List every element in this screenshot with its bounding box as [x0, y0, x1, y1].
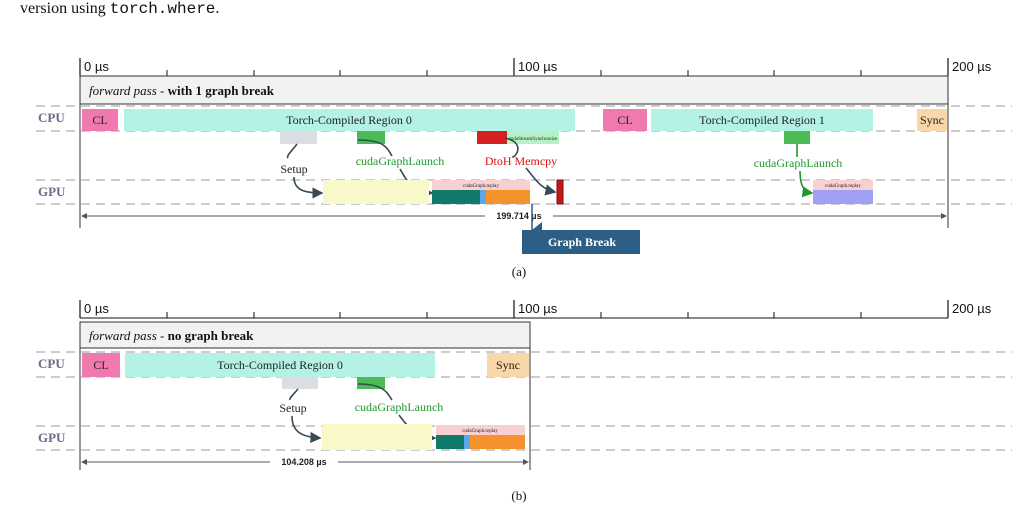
panel-a-axis: 0 µs 100 µs 200 µs — [79, 58, 992, 77]
block-region-0 — [124, 109, 575, 131]
kernel-blue-b — [464, 435, 470, 449]
replay-block-b-label: cudaGraph.replay — [462, 429, 498, 434]
lane-label-gpu-b: GPU — [38, 430, 66, 445]
panel-a: 0 µs 100 µs 200 µs forward pass - with 1… — [36, 58, 1012, 279]
intro-code: torch.where — [109, 0, 216, 18]
panel-a-header-text: forward pass - with 1 graph break — [89, 83, 275, 98]
panel-b-axis: 0 µs 100 µs 200 µs — [79, 300, 992, 319]
lane-label-cpu: CPU — [38, 110, 65, 125]
gpu-setup-block-b — [322, 424, 432, 450]
block-region-1-label: Torch-Compiled Region 1 — [699, 113, 825, 127]
block-region-0-b-label: Torch-Compiled Region 0 — [217, 358, 343, 372]
kernel-blue-1 — [480, 190, 486, 204]
launch-arrow-2 — [796, 143, 812, 193]
kernel-orange-1 — [486, 190, 530, 204]
duration-b: 104.208 µs — [281, 457, 326, 467]
annotation-setup: Setup — [280, 162, 307, 176]
replay-block-2-label: cudaGraph.replay — [825, 184, 861, 189]
setup-marker — [280, 131, 317, 144]
header-italic: forward pass — [89, 83, 157, 98]
replay-block-2 — [813, 180, 873, 190]
panel-b-header-text: forward pass - no graph break — [89, 328, 254, 343]
block-cl-b-label: CL — [93, 358, 108, 372]
tick-label-200: 200 µs — [952, 59, 992, 74]
setup-arrow — [293, 176, 324, 199]
panel-b-header — [79, 321, 531, 349]
memcpy-arrow — [504, 137, 555, 192]
kernel-teal-b — [436, 435, 464, 449]
intro-prefix: version using — [20, 0, 110, 17]
block-sync-b — [487, 353, 529, 377]
launch-marker-1 — [357, 131, 385, 144]
intro-text: version using torch.where. — [20, 0, 219, 18]
block-cl-2 — [603, 109, 647, 131]
caption-b: (b) — [511, 488, 526, 503]
block-sync-label: Sync — [920, 113, 944, 127]
tick-label-0-b: 0 µs — [84, 301, 109, 316]
header-b-bold: no graph break — [168, 328, 254, 343]
replay-block-1-label: cudaGraph.replay — [463, 184, 499, 189]
graph-break-label: Graph Break — [548, 235, 616, 249]
annotation-memcpy: DtoH Memcpy — [485, 154, 557, 168]
kernel-teal-1 — [432, 190, 480, 204]
duration-a: 199.714 µs — [496, 211, 541, 221]
block-region-0-b — [125, 353, 435, 377]
block-sync — [917, 109, 947, 131]
kernel-purple-2 — [813, 190, 873, 204]
tick-label-0: 0 µs — [84, 59, 109, 74]
tick-label-100: 100 µs — [518, 59, 558, 74]
memcpy-marker — [477, 131, 507, 144]
tick-label-100-b: 100 µs — [518, 301, 558, 316]
header-bold: with 1 graph break — [168, 83, 275, 98]
block-region-1 — [651, 109, 873, 131]
kernel-orange-b — [470, 435, 525, 449]
setup-arrow-b — [291, 415, 322, 444]
launch-marker-2 — [784, 131, 810, 144]
panel-b: 0 µs 100 µs 200 µs forward pass - no gra… — [36, 300, 1012, 503]
memcpy-kernel — [556, 179, 564, 205]
panel-a-header — [79, 75, 949, 105]
replay-block-1 — [432, 180, 530, 190]
stream-sync-block — [507, 131, 559, 144]
header-sep: - — [157, 83, 168, 98]
annotation-launch-1: cudaGraphLaunch — [356, 154, 445, 168]
annotation-launch-2: cudaGraphLaunch — [754, 156, 843, 170]
annotation-launch-b: cudaGraphLaunch — [355, 400, 444, 414]
block-cl-1 — [82, 109, 118, 131]
header-b-sep: - — [157, 328, 168, 343]
annotation-setup-b: Setup — [279, 401, 306, 415]
setup-marker-b — [282, 377, 318, 389]
lane-label-cpu-b: CPU — [38, 356, 65, 371]
tick-label-200-b: 200 µs — [952, 301, 992, 316]
block-sync-b-label: Sync — [496, 358, 520, 372]
replay-block-b — [436, 425, 525, 435]
intro-end: . — [215, 0, 220, 17]
block-cl-2-label: CL — [617, 113, 632, 127]
gpu-setup-block — [323, 180, 429, 204]
header-b-italic: forward pass — [89, 328, 157, 343]
caption-a: (a) — [512, 264, 526, 279]
block-cl-1-label: CL — [92, 113, 107, 127]
stream-sync-label: cudaStreamSynchronize — [509, 137, 558, 142]
lane-label-gpu: GPU — [38, 184, 66, 199]
block-cl-b — [82, 353, 120, 377]
block-region-0-label: Torch-Compiled Region 0 — [286, 113, 412, 127]
graph-break-callout — [522, 222, 640, 254]
